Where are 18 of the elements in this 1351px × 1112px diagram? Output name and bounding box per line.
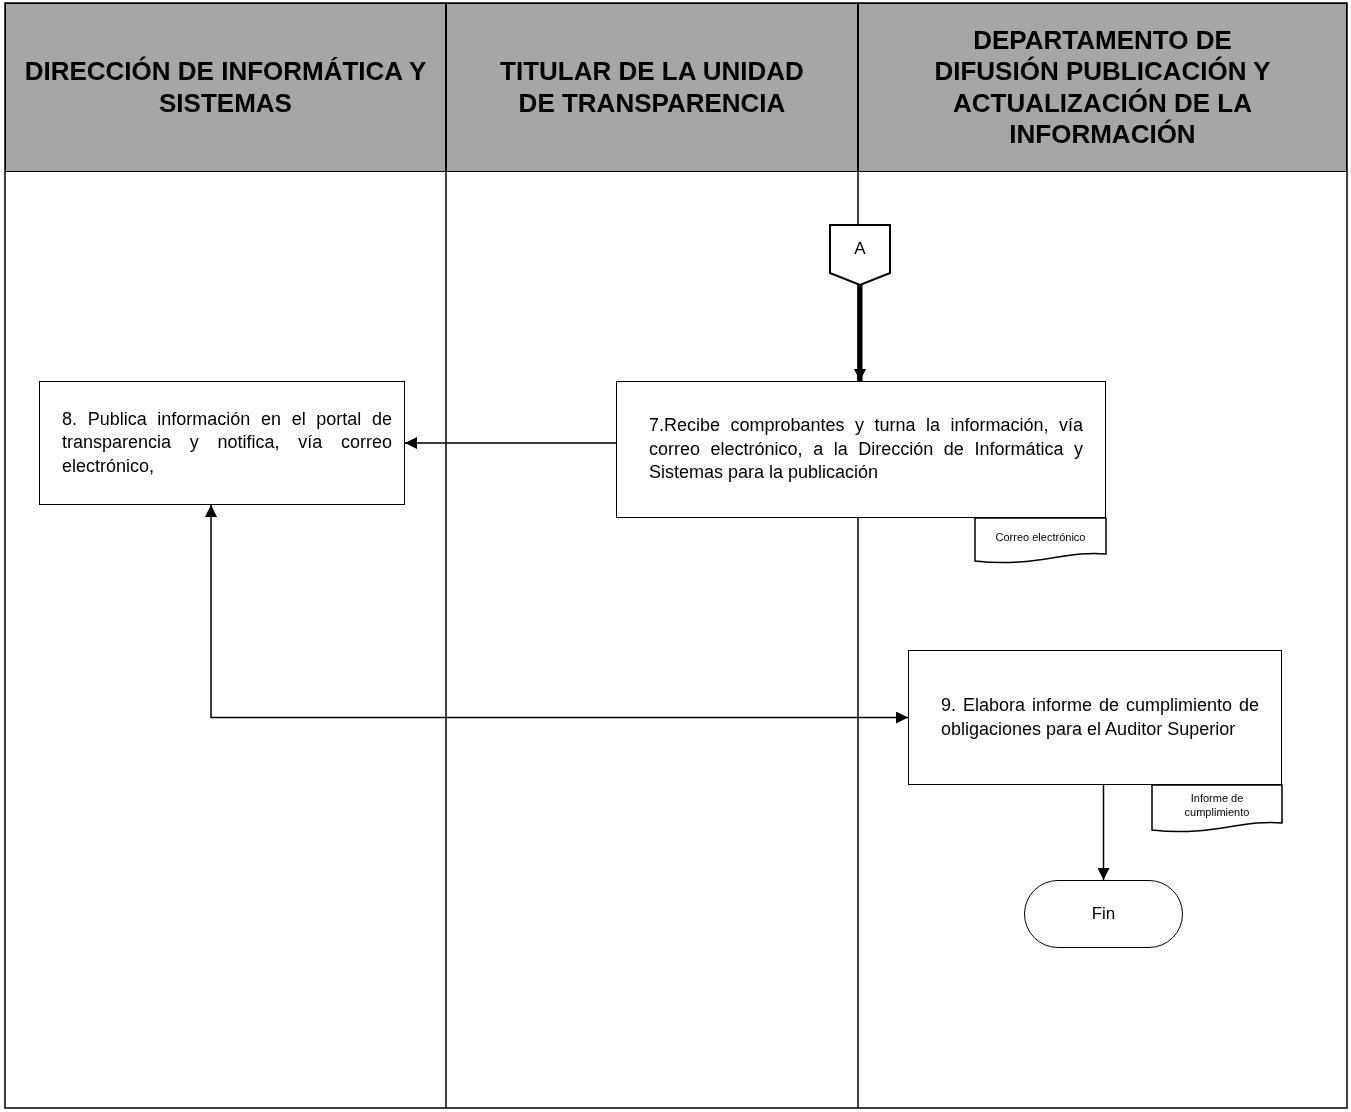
arrow — [1097, 784, 1110, 881]
step-text: A — [854, 237, 866, 260]
step-text: 7.Recibe comprobantes y turna la información, vía correo electrónico, a la Dirección de Informática y Sistemas para la publicación — [649, 414, 1083, 485]
lane-title: DEPARTAMENTO DE DIFUSIÓN PUBLICACIÓN Y ACTUALIZACIÓN DE LA INFORMACIÓN — [933, 25, 1272, 150]
lane-header — [5, 3, 446, 172]
arrow — [404, 437, 617, 449]
arrow — [854, 285, 866, 381]
step-text: 8. Publica información en el portal de transparencia y notifica, vía correo electrónico, — [62, 407, 392, 478]
lane-title: DIRECCIÓN DE INFORMÁTICA Y SISTEMAS — [23, 56, 428, 119]
document-label: Informe de cumplimiento — [1183, 790, 1251, 820]
step-text: 9. Elabora informe de cumplimiento de obligaciones para el Auditor Superior — [941, 694, 1259, 741]
step-text: Fin — [1091, 902, 1116, 925]
document-label: Correo electrónico — [995, 529, 1086, 545]
process-box — [39, 381, 405, 505]
arrow — [205, 504, 909, 724]
lane-header — [446, 3, 858, 172]
lane-title: TITULAR DE LA UNIDAD DE TRANSPARENCIA — [499, 56, 805, 119]
lane-header — [858, 3, 1347, 172]
